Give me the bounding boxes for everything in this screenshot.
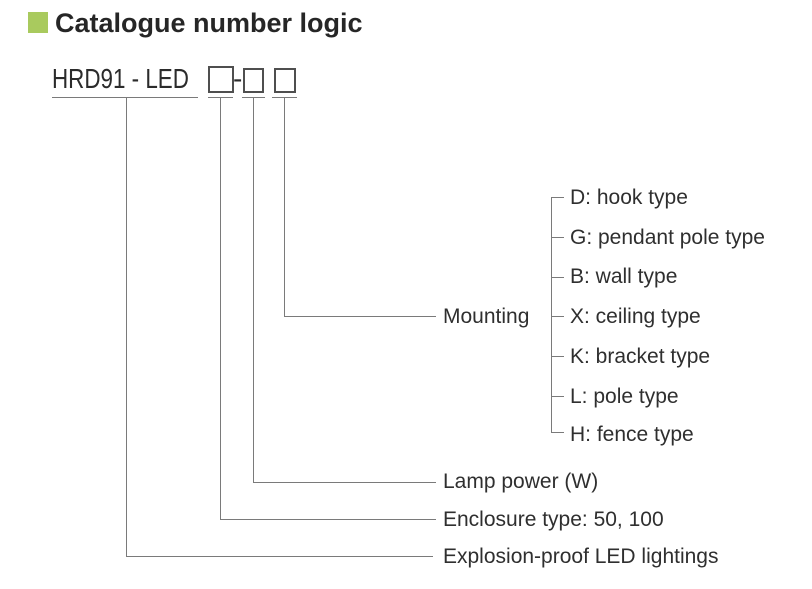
connector-lamp-power-vline <box>253 97 254 482</box>
mounting-bracket-tick-4 <box>551 316 564 317</box>
placeholder-box-enclosure <box>208 66 234 93</box>
mounting-bracket-tick-1 <box>551 197 564 198</box>
product-label: Explosion-proof LED lightings <box>443 545 719 568</box>
connector-enclosure-hline <box>220 519 436 520</box>
catalogue-code-separator: - <box>233 63 243 94</box>
mounting-bracket-vline <box>551 197 552 433</box>
mounting-option-fence: H: fence type <box>570 423 694 446</box>
lamp-power-label: Lamp power (W) <box>443 470 599 493</box>
mounting-label: Mounting <box>443 305 530 328</box>
placeholder-box-mounting <box>274 68 296 93</box>
mounting-bracket-tick-2 <box>551 237 564 238</box>
placeholder-box-lamp-power <box>243 68 264 93</box>
mounting-bracket-tick-3 <box>551 277 564 278</box>
catalogue-code-prefix: HRD91 - LED <box>52 63 189 94</box>
mounting-bracket-tick-5 <box>551 356 564 357</box>
mounting-option-ceiling: X: ceiling type <box>570 305 701 328</box>
connector-enclosure-vline <box>220 97 221 519</box>
enclosure-type-label: Enclosure type: 50, 100 <box>443 508 664 531</box>
connector-product-hline <box>126 556 433 557</box>
mounting-bracket-tick-7 <box>551 432 564 433</box>
accent-square-icon <box>28 12 48 33</box>
mounting-option-bracket: K: bracket type <box>570 345 711 368</box>
mounting-option-pendant-pole: G: pendant pole type <box>570 226 765 249</box>
mounting-option-pole: L: pole type <box>570 385 679 408</box>
connector-lamp-power-hline <box>253 482 436 483</box>
connector-mounting-vline <box>284 97 285 316</box>
mounting-option-hook: D: hook type <box>570 186 688 209</box>
connector-product-vline <box>126 97 127 556</box>
mounting-bracket-tick-6 <box>551 396 564 397</box>
code-prefix-underline <box>52 97 198 98</box>
connector-mounting-hline <box>284 316 436 317</box>
mounting-option-wall: B: wall type <box>570 265 678 288</box>
page-title: Catalogue number logic <box>55 8 363 38</box>
